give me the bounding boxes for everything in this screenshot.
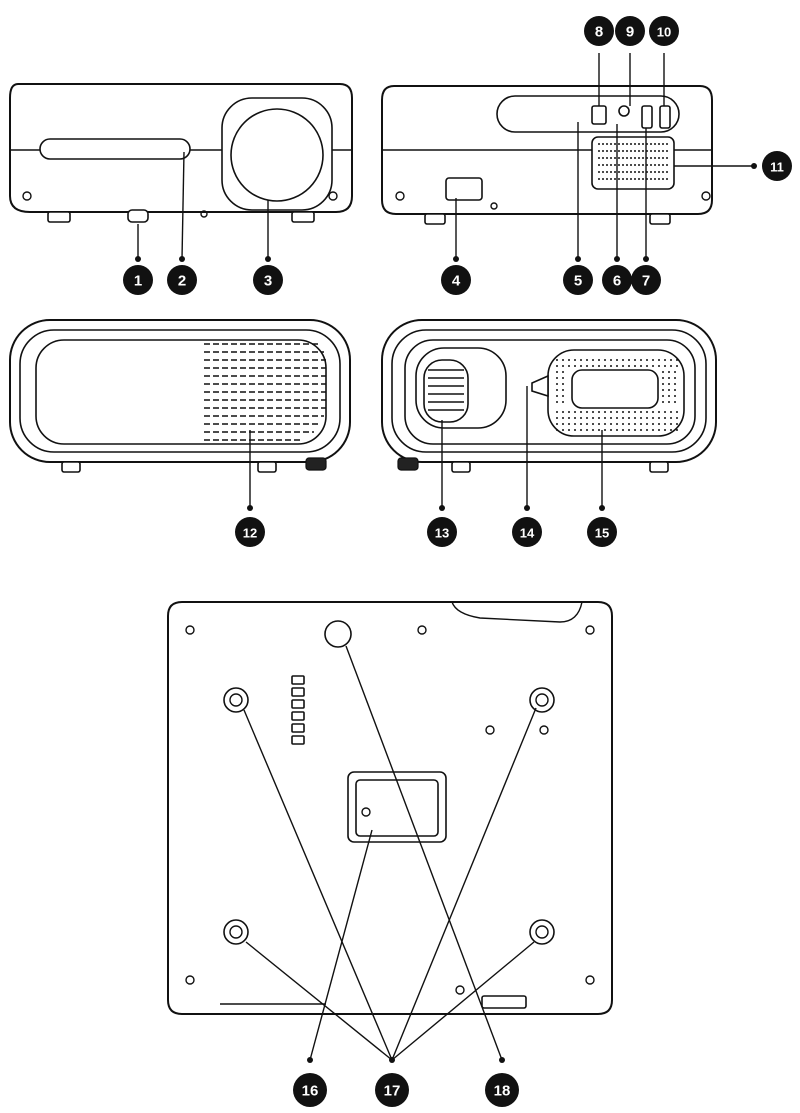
callout-label: 18 (494, 1083, 511, 1100)
callout-label: 5 (574, 273, 582, 290)
hdmi-port-2 (660, 106, 670, 128)
callout-7: 7 (631, 265, 661, 295)
callout-9: 9 (615, 16, 645, 46)
hdmi-port-1 (642, 106, 652, 128)
callout-15: 15 (587, 517, 617, 547)
callout-6: 6 (602, 265, 632, 295)
callout-label: 3 (264, 273, 272, 290)
back-view (382, 53, 757, 262)
callout-label: 13 (435, 526, 449, 541)
callout-label: 9 (626, 24, 634, 41)
callout-17: 17 (375, 1073, 409, 1107)
right-side-view (382, 320, 716, 511)
callout-1: 1 (123, 265, 153, 295)
callout-2: 2 (167, 265, 197, 295)
callout-13: 13 (427, 517, 457, 547)
callout-8: 8 (584, 16, 614, 46)
callout-label: 12 (243, 526, 257, 541)
callout-18: 18 (485, 1073, 519, 1107)
bottom-view (168, 602, 612, 1063)
callout-label: 16 (302, 1083, 319, 1100)
callout-16: 16 (293, 1073, 327, 1107)
audio-jack (619, 106, 629, 116)
front-view (10, 84, 352, 262)
callout-label: 11 (770, 160, 784, 175)
callout-10: 10 (649, 16, 679, 46)
left-side-view (10, 320, 350, 511)
callout-12: 12 (235, 517, 265, 547)
callout-label: 7 (642, 273, 650, 290)
callout-label: 14 (520, 526, 535, 541)
callout-3: 3 (253, 265, 283, 295)
callout-label: 10 (657, 25, 671, 40)
callout-14: 14 (512, 517, 542, 547)
callout-label: 6 (613, 273, 621, 290)
rear-vent (592, 137, 674, 189)
projection-lens (231, 109, 323, 201)
callout-5: 5 (563, 265, 593, 295)
usb-port (592, 106, 606, 124)
callout-label: 8 (595, 24, 603, 41)
tripod-mount (325, 621, 351, 647)
callout-11: 11 (762, 151, 792, 181)
callout-label: 17 (384, 1083, 401, 1100)
callout-label: 2 (178, 273, 186, 290)
callout-label: 1 (134, 273, 142, 290)
callout-4: 4 (441, 265, 471, 295)
front-light-strip (40, 139, 190, 159)
power-socket (446, 178, 482, 200)
callout-label: 4 (452, 273, 461, 290)
callout-label: 15 (595, 526, 609, 541)
adjust-knob (128, 210, 148, 222)
